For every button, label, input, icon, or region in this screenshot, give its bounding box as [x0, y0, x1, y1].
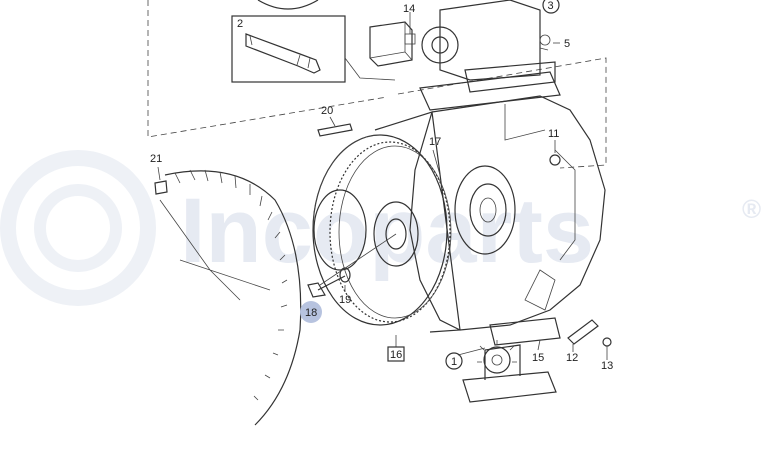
kit-boundary [147, 0, 607, 169]
callout-16-box [387, 346, 405, 362]
part-top-circle [257, 0, 319, 10]
leader-lines [157, 12, 608, 360]
callout-20[interactable]: 20 [321, 105, 333, 117]
flywheel-housing [374, 95, 606, 333]
callout-labels: 3 2 14 5 11 17 20 21 19 18 16 1 15 12 13 [150, 0, 613, 372]
callout-1[interactable]: 1 [451, 356, 457, 368]
part-14-block [369, 20, 416, 67]
callout-5[interactable]: 5 [564, 38, 570, 50]
callout-21[interactable]: 21 [150, 153, 162, 165]
watermark: Incoparts ® [0, 150, 761, 306]
callout-19[interactable]: 19 [339, 294, 351, 306]
callout-2[interactable]: 2 [237, 18, 243, 30]
callout-13[interactable]: 13 [601, 360, 613, 372]
watermark-text: Incoparts [180, 180, 594, 282]
callout-18-highlight [300, 301, 322, 323]
flywheel [312, 134, 452, 326]
callout-12[interactable]: 12 [566, 352, 578, 364]
callout-17[interactable]: 17 [429, 136, 441, 148]
callout-14[interactable]: 14 [403, 3, 415, 15]
part-2-tube-box [231, 15, 396, 83]
housing-top-assembly [419, 0, 561, 111]
fasteners [154, 123, 612, 347]
callout-16[interactable]: 16 [390, 349, 402, 361]
callout-18[interactable]: 18 [305, 307, 317, 319]
callout-15[interactable]: 15 [532, 352, 544, 364]
callout-1-circle [445, 352, 463, 370]
bell-housing [159, 169, 302, 426]
callout-3[interactable]: 3 [548, 0, 554, 12]
callout-11[interactable]: 11 [548, 128, 559, 140]
part-1-gear-bracket [462, 317, 561, 403]
callout-3-circle [542, 0, 560, 14]
watermark-registered: ® [742, 194, 761, 224]
part-12-plate [567, 319, 599, 345]
